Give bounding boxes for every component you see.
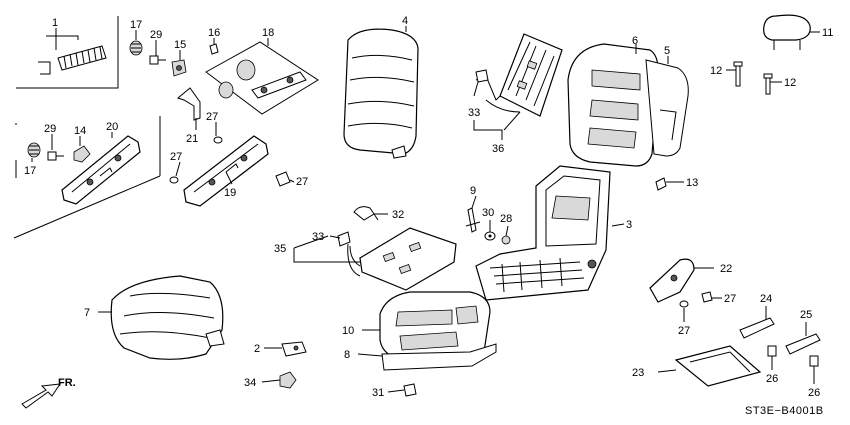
front-direction-arrow-icon — [21, 383, 62, 409]
seat-base-part-8 — [381, 343, 497, 371]
heater-mat-seat-part-35 — [347, 227, 457, 291]
headrest-guide-part-12-b — [763, 73, 773, 95]
seat-back-cover-part-4 — [343, 28, 419, 159]
nut-part-34 — [279, 371, 297, 389]
screw-part-27-a — [169, 176, 179, 184]
callout-12-left: 12 — [710, 65, 722, 77]
diagram-code: ST3E−B4001B — [745, 405, 824, 417]
callout-17-left: 17 — [24, 165, 36, 177]
callout-29-top: 29 — [150, 29, 162, 41]
heater-mat-back-part-36 — [475, 33, 563, 117]
callout-8: 8 — [344, 349, 350, 361]
callout-12-right: 12 — [784, 77, 796, 89]
callout-22: 22 — [720, 263, 732, 275]
seat-cushion-pad-part-10 — [379, 291, 491, 365]
callout-7: 7 — [84, 307, 90, 319]
clip-part-26-b — [809, 355, 819, 367]
seat-back-pad-part-6 — [567, 43, 659, 167]
screw-part-27-d — [679, 300, 689, 308]
callout-3: 3 — [626, 219, 632, 231]
callout-35: 35 — [274, 243, 286, 255]
callout-27-left: 27 — [170, 151, 182, 163]
connector-part-33-mid — [337, 231, 351, 247]
bolt-part-29-left — [47, 151, 64, 161]
clip-part-13 — [655, 177, 674, 191]
callout-13: 13 — [686, 177, 698, 189]
nut-part-28 — [501, 235, 511, 245]
clip-part-31 — [403, 383, 417, 397]
front-direction-label: FR. — [58, 377, 76, 389]
part-group-box — [16, 16, 119, 89]
callout-26-right: 26 — [808, 387, 820, 399]
callout-26-left: 26 — [766, 373, 778, 385]
recliner-kit-box — [205, 41, 319, 115]
callout-2: 2 — [254, 343, 260, 355]
callout-14: 14 — [74, 125, 86, 137]
callout-20: 20 — [106, 121, 118, 133]
bracket-part-24 — [739, 317, 775, 339]
clip-part-26-a — [767, 345, 777, 357]
seat-back-panel-part-5 — [645, 59, 689, 157]
callout-11: 11 — [822, 27, 833, 39]
callout-34: 34 — [244, 377, 256, 389]
callout-33-mid: 33 — [312, 231, 324, 243]
callout-31: 31 — [372, 387, 384, 399]
callout-32: 32 — [392, 209, 404, 221]
knob-part-14 — [73, 145, 91, 163]
connector-part-33-top — [475, 69, 489, 83]
clip-part-27-e — [701, 291, 713, 303]
connector-part-32 — [353, 206, 379, 221]
callout-36: 36 — [492, 143, 504, 155]
bracket-part-25 — [785, 333, 821, 355]
screw-part-27-b — [213, 136, 223, 144]
callout-27-top: 27 — [206, 111, 218, 123]
callout-27-right: 27 — [296, 176, 308, 188]
callout-15: 15 — [174, 39, 186, 51]
seat-cushion-cover-part-7 — [110, 275, 225, 360]
knob-part-17-top — [129, 40, 143, 56]
callout-4: 4 — [402, 15, 408, 27]
spring-clips-part — [38, 35, 107, 75]
callout-6: 6 — [632, 35, 638, 47]
knob-part-17-left — [27, 142, 41, 158]
callout-labels: 1 17 29 15 16 18 4 6 5 11 12 12 21 27 33… — [24, 15, 833, 399]
knob-part-15 — [171, 59, 187, 77]
callout-28: 28 — [500, 213, 512, 225]
side-cover-part-22 — [649, 258, 695, 303]
callout-10: 10 — [342, 325, 354, 337]
seat-rail-part-19 — [183, 135, 269, 207]
callout-18: 18 — [262, 27, 274, 39]
tray-part-23 — [674, 345, 762, 387]
callout-27-side-right: 27 — [724, 293, 736, 305]
callout-9: 9 — [470, 185, 476, 197]
bracket-part-21 — [176, 87, 201, 121]
headrest-part-11 — [763, 14, 811, 50]
callout-23: 23 — [632, 367, 644, 379]
seat-frame-part-3 — [475, 165, 611, 301]
callout-30: 30 — [482, 207, 494, 219]
callout-21: 21 — [186, 133, 198, 145]
clip-part-16 — [209, 43, 219, 55]
callout-19: 19 — [224, 187, 236, 199]
separator-lines — [13, 116, 161, 239]
callout-25: 25 — [800, 309, 812, 321]
washer-part-30 — [484, 231, 496, 241]
callout-1: 1 — [52, 17, 58, 29]
callout-24: 24 — [760, 293, 772, 305]
callout-17-top: 17 — [130, 19, 142, 31]
callout-29-left: 29 — [44, 123, 56, 135]
headrest-guide-part-12-a — [733, 61, 743, 87]
callout-33-top: 33 — [468, 107, 480, 119]
callout-5: 5 — [664, 45, 670, 57]
leader-lines — [31, 26, 820, 393]
lever-part-9 — [465, 207, 481, 233]
bolt-part-29-top — [149, 55, 166, 65]
clip-part-27-c — [275, 171, 291, 187]
clip-part-2 — [281, 341, 307, 357]
callout-16: 16 — [208, 27, 220, 39]
callout-27-side-bottom: 27 — [678, 325, 690, 337]
seat-rail-part-20 — [61, 135, 141, 205]
